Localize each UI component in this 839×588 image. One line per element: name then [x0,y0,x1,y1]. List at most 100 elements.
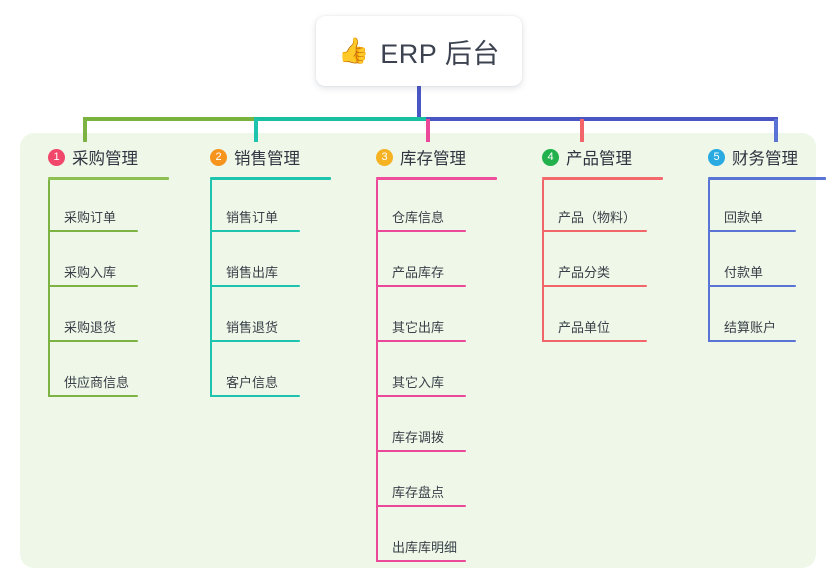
branch-item-list: 采购订单采购入库采购退货供应商信息 [30,180,185,400]
branch-item-underline [376,560,466,562]
branch-item[interactable]: 产品库存 [358,235,513,290]
branch-item-underline [542,285,647,287]
branch-underline [542,177,663,180]
branch-item[interactable]: 供应商信息 [30,345,185,400]
branch-item-underline [376,285,466,287]
branch-item[interactable]: 销售出库 [192,235,347,290]
branch-item-label: 销售订单 [226,210,279,225]
branch-item-underline [210,285,300,287]
branch-item[interactable]: 产品单位 [524,290,684,345]
branch-item[interactable]: 其它出库 [358,290,513,345]
branch-header[interactable]: 4 产品管理 [524,144,684,170]
branch-item-label: 产品库存 [392,265,445,280]
branch-item[interactable]: 销售订单 [192,180,347,235]
branch-number-badge: 4 [542,148,559,166]
branch-underline [210,177,331,180]
branch-item[interactable]: 库存盘点 [358,455,513,510]
branch-header[interactable]: 1 采购管理 [30,144,185,170]
branch-item-label: 库存调拨 [392,430,445,445]
branch-header[interactable]: 5 财务管理 [690,144,839,170]
root-node-card[interactable]: 👍 ERP 后台 [316,16,522,86]
content-panel [20,133,816,568]
branch-item-list: 回款单付款单结算账户 [690,180,839,345]
branch-item[interactable]: 回款单 [690,180,839,235]
branch-title: 财务管理 [732,150,798,168]
branch-item-underline [376,230,466,232]
branch-item-label: 库存盘点 [392,485,445,500]
root-node-content: 👍 ERP 后台 [338,32,500,71]
branch-item[interactable]: 产品（物料） [524,180,684,235]
branch-column-5: 5 财务管理回款单付款单结算账户 [690,144,839,345]
branch-item-list: 销售订单销售出库销售退货客户信息 [192,180,347,400]
root-node-title: ERP 后台 [380,38,500,69]
branch-item-label: 采购订单 [64,210,117,225]
branch-spine [210,180,212,397]
branch-item-underline [376,340,466,342]
branch-spine [708,180,710,342]
branch-spine [48,180,50,397]
branch-item-label: 回款单 [724,210,764,225]
branch-underline [376,177,497,180]
branch-item[interactable]: 客户信息 [192,345,347,400]
branch-item-underline [708,285,796,287]
branch-item-underline [210,395,300,397]
branch-item-underline [48,285,138,287]
branch-column-2: 2 销售管理销售订单销售出库销售退货客户信息 [192,144,347,400]
branch-item-underline [48,230,138,232]
branch-item-underline [542,340,647,342]
branch-header[interactable]: 3 库存管理 [358,144,513,170]
branch-spine [376,180,378,562]
branch-spine [542,180,544,342]
branch-title: 销售管理 [234,150,300,168]
branch-item-label: 其它出库 [392,320,445,335]
branch-item-label: 客户信息 [226,375,279,390]
branch-underline [708,177,826,180]
branch-item-underline [708,340,796,342]
branch-item[interactable]: 销售退货 [192,290,347,345]
branch-item-label: 结算账户 [724,320,777,335]
branch-column-4: 4 产品管理产品（物料） 产品分类产品单位 [524,144,684,345]
branch-item-label: 产品单位 [558,320,611,335]
branch-item[interactable]: 出库库明细 [358,510,513,565]
branch-item-underline [708,230,796,232]
branch-item[interactable]: 付款单 [690,235,839,290]
branch-number-badge: 5 [708,148,725,166]
branch-item[interactable]: 采购退货 [30,290,185,345]
branch-header[interactable]: 2 销售管理 [192,144,347,170]
branch-item-list: 仓库信息产品库存其它出库其它入库库存调拨库存盘点出库库明细 [358,180,513,565]
branch-number-badge: 3 [376,148,393,166]
branch-item-label: 采购入库 [64,265,117,280]
branch-item-underline [48,340,138,342]
branch-item-underline [376,395,466,397]
branch-title: 采购管理 [72,150,138,168]
branch-title: 产品管理 [566,150,632,168]
branch-item-label: 仓库信息 [392,210,445,225]
branch-title: 库存管理 [400,150,466,168]
thumbs-up-icon: 👍 [338,36,370,65]
branch-item-underline [48,395,138,397]
branch-item[interactable]: 仓库信息 [358,180,513,235]
branch-item-label: 付款单 [724,265,764,280]
branch-item-label: 出库库明细 [392,540,458,555]
branch-item[interactable]: 库存调拨 [358,400,513,455]
branch-number-badge: 1 [48,148,65,166]
branch-item-label: 产品分类 [558,265,611,280]
branch-item-underline [376,450,466,452]
branch-number-badge: 2 [210,148,227,166]
branch-item-label: 产品（物料） [558,210,637,225]
branch-item-underline [542,230,647,232]
branch-underline [48,177,169,180]
branch-item[interactable]: 采购订单 [30,180,185,235]
branch-column-3: 3 库存管理仓库信息产品库存其它出库其它入库库存调拨库存盘点出库库明细 [358,144,513,565]
branch-item-label: 供应商信息 [64,375,130,390]
branch-item[interactable]: 采购入库 [30,235,185,290]
branch-item[interactable]: 其它入库 [358,345,513,400]
branch-item-label: 销售退货 [226,320,279,335]
branch-item-label: 采购退货 [64,320,117,335]
branch-item-label: 销售出库 [226,265,279,280]
branch-item[interactable]: 结算账户 [690,290,839,345]
branch-item[interactable]: 产品分类 [524,235,684,290]
branch-column-1: 1 采购管理采购订单采购入库采购退货供应商信息 [30,144,185,400]
branch-item-underline [210,340,300,342]
